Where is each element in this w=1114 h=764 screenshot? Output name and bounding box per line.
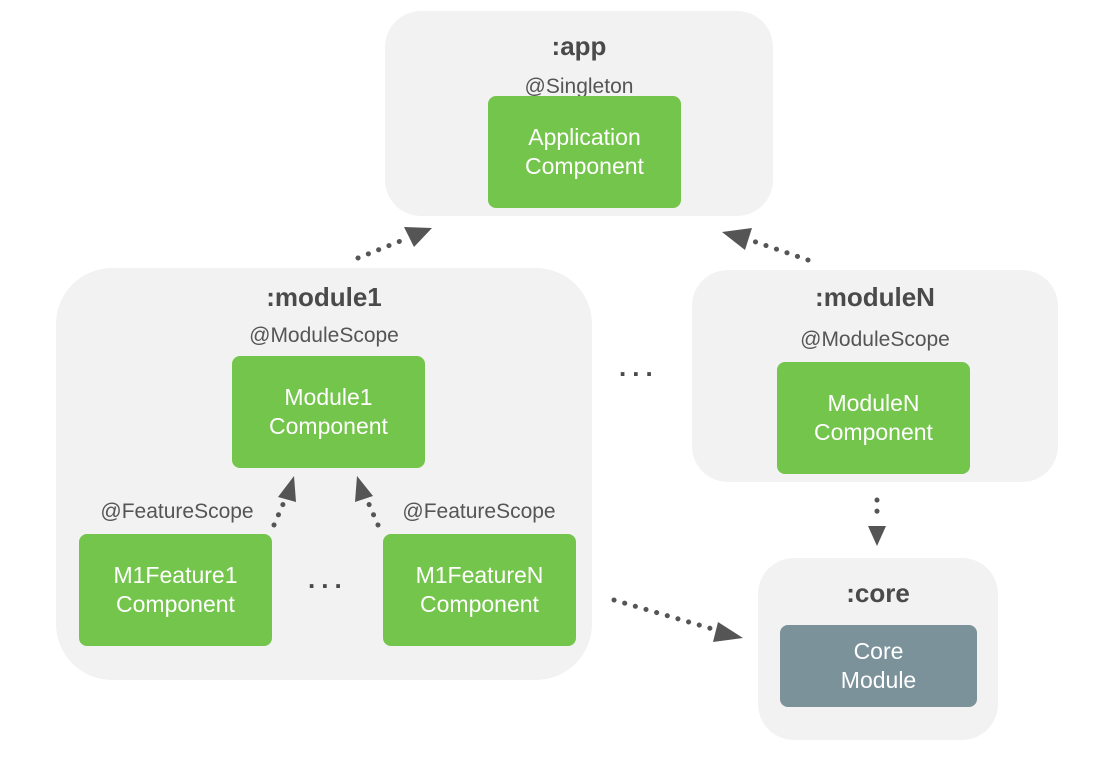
arrowhead-featureN-to-core [713,622,743,642]
module1-scope-label: @ModuleScope [249,324,399,347]
arrowhead-module1-to-app [404,227,432,247]
m1feature1-component-line2: Component [116,591,235,617]
moduleN-scope-label: @ModuleScope [800,328,950,351]
app-scope-label: @Singleton [524,75,634,98]
moduleN-title: :moduleN [815,282,935,312]
moduleN-component-line2: Component [814,419,933,445]
arrowhead-moduleN-to-core [868,526,886,546]
application-component: Application Component [488,96,681,208]
modules-ellipsis: ... [619,352,659,382]
m1featureN-component: M1FeatureN Component [383,534,576,646]
m1feature1-component: M1Feature1 Component [79,534,272,646]
moduleN-component-line1: ModuleN [827,390,920,416]
features-ellipsis: ... [308,564,348,594]
core-title: :core [846,578,910,608]
moduleN-component: ModuleN Component [777,362,970,474]
core-container: :core Core Module [758,558,998,740]
module1-title: :module1 [266,282,382,312]
application-component-line2: Component [525,153,644,179]
m1feature1-component-line1: M1Feature1 [113,562,238,588]
app-title: :app [551,31,607,61]
module1-component-line1: Module1 [284,384,373,410]
arrowhead-moduleN-to-app [722,228,752,250]
arrow-moduleN-to-app [747,237,811,263]
application-component-line1: Application [528,124,641,150]
m1featureN-component-line2: Component [420,591,539,617]
module1-container: :module1 @ModuleScope Module1 Component … [56,268,592,680]
arrow-module1-to-app [355,235,411,261]
app-container: :app @Singleton Application Component [385,11,773,216]
core-module-line2: Module [840,667,917,693]
core-module: Core Module [780,625,977,707]
arrow-featureN-to-core [611,597,719,633]
m1featureN-scope-label: @FeatureScope [402,500,556,523]
moduleN-container: :moduleN @ModuleScope ModuleN Component [692,270,1058,482]
m1feature1-scope-label: @FeatureScope [100,500,254,523]
module1-component-line2: Component [269,413,388,439]
module1-component: Module1 Component [232,356,425,468]
m1featureN-component-line1: M1FeatureN [415,562,544,588]
core-module-line1: Core [853,638,904,664]
